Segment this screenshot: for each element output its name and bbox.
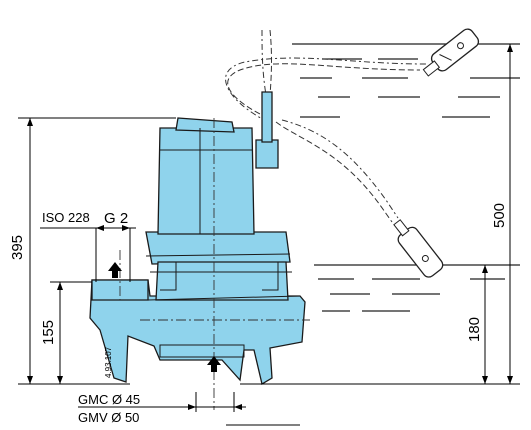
thread-standard-label: ISO 228 bbox=[42, 210, 90, 225]
lower-water-level bbox=[314, 264, 520, 312]
dim-discharge-height: 155 bbox=[40, 320, 57, 345]
pump-body bbox=[89, 91, 306, 386]
pump-details bbox=[145, 128, 301, 358]
drawing-code: 4.93.107 bbox=[104, 346, 113, 378]
dim-start-level: 500 bbox=[491, 203, 508, 228]
dimension-lines bbox=[18, 44, 520, 426]
thread-size-label: G 2 bbox=[104, 210, 128, 227]
gmc-label: GMC Ø 45 bbox=[78, 392, 140, 407]
upper-water-level bbox=[292, 43, 520, 118]
lower-float-switch bbox=[393, 219, 444, 278]
upper-float-switch bbox=[422, 28, 480, 77]
float-cables bbox=[225, 29, 427, 223]
flow-arrows bbox=[108, 262, 221, 372]
outlet-arrow-icon bbox=[108, 262, 122, 278]
inlet-arrow-icon bbox=[207, 356, 221, 372]
dimension-arrowheads bbox=[27, 44, 513, 410]
gmv-label: GMV Ø 50 bbox=[78, 410, 139, 425]
dim-overall-height: 395 bbox=[9, 235, 26, 260]
dim-stop-level: 180 bbox=[466, 317, 483, 342]
